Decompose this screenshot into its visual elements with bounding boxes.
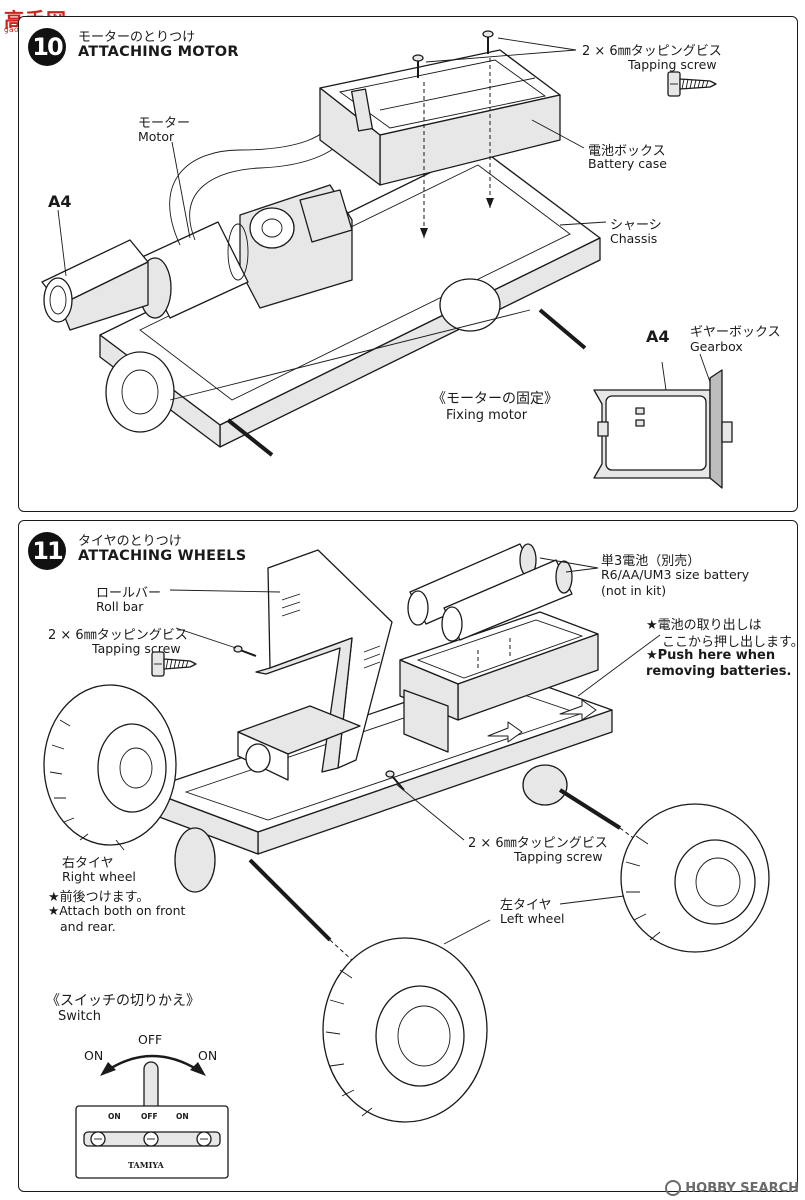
push-label-en-1: ★Push here when bbox=[646, 648, 776, 663]
switch-plate-on-right: ON bbox=[176, 1112, 189, 1121]
step-10-number: 10 bbox=[28, 28, 66, 66]
battery-label-en: R6/AA/UM3 size battery bbox=[601, 567, 750, 582]
step10-screw-label-jp: 2 × 6㎜タッピングビス bbox=[582, 44, 722, 59]
switch-label-jp: 《スイッチの切りかえ》 bbox=[46, 993, 200, 1009]
front-rear-label-en-2: and rear. bbox=[60, 919, 116, 934]
hobby-search-logo[interactable]: HOBBY SEARCH bbox=[665, 1180, 799, 1196]
push-label-jp-2: ここから押し出します。 bbox=[662, 635, 804, 650]
wheels-assembly-illustration bbox=[43, 543, 770, 1123]
left-wheel-front-icon bbox=[322, 937, 488, 1123]
screw-icon-3 bbox=[233, 645, 257, 657]
hobby-search-mark-icon bbox=[665, 1180, 682, 1196]
battery-icon-2 bbox=[441, 559, 573, 642]
switch-plate-on-left: ON bbox=[108, 1112, 121, 1121]
step-11-title-jp: タイヤのとりつけ bbox=[78, 534, 182, 549]
front-rear-label-jp: ★前後つけます。 bbox=[48, 890, 150, 905]
switch-on-right-label: ON bbox=[198, 1048, 218, 1063]
tapping-screw-icon-2 bbox=[151, 651, 197, 677]
switch-off-label: OFF bbox=[138, 1032, 163, 1047]
screw-icon-1 bbox=[412, 54, 424, 78]
right-wheel-icon bbox=[43, 684, 177, 846]
chassis-label-en: Chassis bbox=[610, 231, 658, 246]
a4-right-label: A4 bbox=[646, 327, 670, 346]
left-wheel-label-en: Left wheel bbox=[500, 911, 565, 926]
step-11-title-en: ATTACHING WHEELS bbox=[78, 548, 247, 564]
fixing-motor-label-en: Fixing motor bbox=[446, 408, 528, 423]
tapping-screw-icon bbox=[667, 71, 717, 97]
step-10-title-jp: モーターのとりつけ bbox=[78, 30, 196, 45]
chassis-label-jp: シャーシ bbox=[610, 218, 662, 233]
step10-screw-label-en: Tapping screw bbox=[628, 57, 717, 72]
rollbar-label-jp: ロールバー bbox=[96, 586, 162, 601]
hobby-search-text: HOBBY SEARCH bbox=[685, 1180, 799, 1196]
screw-icon-4 bbox=[385, 770, 405, 791]
switch-diagram bbox=[75, 1054, 229, 1179]
motor-label-jp: モーター bbox=[138, 116, 191, 131]
motor-chassis-illustration bbox=[41, 30, 717, 457]
push-label-jp-1: ★電池の取り出しは bbox=[646, 618, 762, 633]
step-10-title-en: ATTACHING MOTOR bbox=[78, 44, 239, 60]
fixing-motor-label-jp: 《モーターの固定》 bbox=[432, 391, 558, 407]
battery-label-jp: 単3電池（別売） bbox=[601, 554, 701, 569]
battery-case-label-jp: 電池ボックス bbox=[588, 144, 666, 159]
left-wheel-rear-icon bbox=[620, 803, 770, 953]
step11-screw2-label-en: Tapping screw bbox=[514, 849, 603, 864]
fixing-motor-inset bbox=[593, 353, 733, 489]
right-wheel-label-jp: 右タイヤ bbox=[62, 856, 114, 871]
screw-icon-2 bbox=[482, 30, 494, 54]
battery-case-label-en: Battery case bbox=[588, 156, 667, 171]
left-wheel-label-jp: 左タイヤ bbox=[500, 898, 552, 913]
rollbar-label-en: Roll bar bbox=[96, 599, 144, 614]
gearbox-label-jp: ギヤーボックス bbox=[690, 325, 781, 340]
step-11-number: 11 bbox=[28, 532, 66, 570]
switch-plate-off: OFF bbox=[141, 1112, 158, 1121]
step11-screw-label-jp: 2 × 6㎜タッピングビス bbox=[48, 628, 188, 643]
switch-plate-brand: TAMIYA bbox=[128, 1160, 164, 1170]
step11-screw2-label-jp: 2 × 6㎜タッピングビス bbox=[468, 836, 608, 851]
gearbox-label-en: Gearbox bbox=[690, 339, 743, 354]
front-rear-label-en-1: ★Attach both on front bbox=[48, 903, 186, 918]
right-wheel-label-en: Right wheel bbox=[62, 869, 136, 884]
a4-left-label: A4 bbox=[48, 192, 72, 211]
battery-note-label: (not in kit) bbox=[601, 583, 667, 598]
switch-label-en: Switch bbox=[58, 1009, 101, 1024]
push-label-en-2: removing batteries. bbox=[646, 664, 792, 679]
motor-label-en: Motor bbox=[138, 129, 175, 144]
switch-on-left-label: ON bbox=[84, 1048, 104, 1063]
